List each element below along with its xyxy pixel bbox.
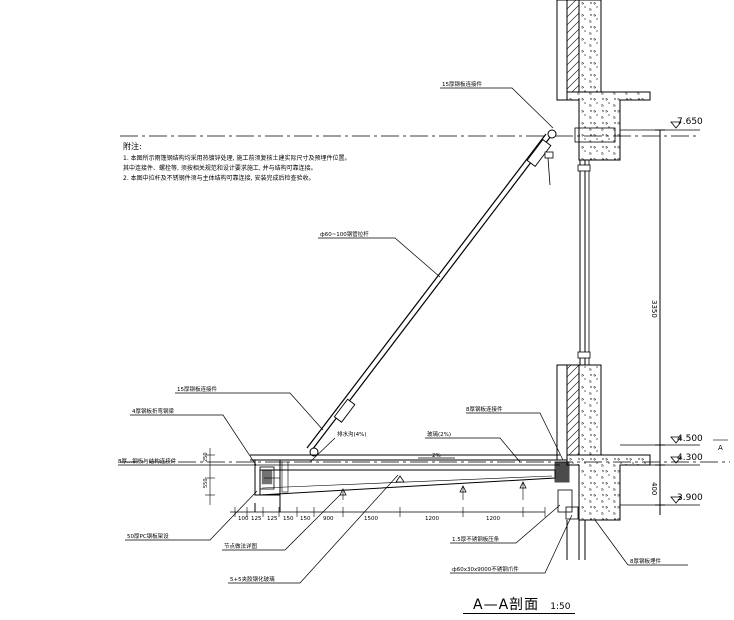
side-dim-2: 550	[203, 478, 209, 488]
label-mid-plate: 15厚钢板连接件	[177, 385, 217, 393]
leader-lines	[118, 87, 688, 584]
dim-label: 125	[267, 516, 278, 522]
notes-line: 其中连接件、螺栓等, 须按相关规范和设计要求施工, 并与结构可靠连接。	[123, 165, 317, 172]
label-glass-slope: 玻璃(2%)	[427, 430, 451, 438]
left-dimension	[205, 448, 215, 505]
vertical-dim-main: 3350	[650, 300, 658, 318]
elevation-mid2: 4.300	[677, 453, 703, 463]
dim-label: 125	[251, 516, 262, 522]
notes-line: 1. 本图所示雨篷钢结构均采用热镀锌处理, 施工前须复核土建实际尺寸及预埋件位置…	[123, 155, 351, 162]
title-name: A—A剖面	[473, 597, 540, 613]
label-right-plate: 8厚钢板连接件	[466, 405, 503, 413]
label-right-steel: 1.5厚不锈钢板压条	[452, 535, 500, 543]
bottom-dimension	[230, 507, 546, 517]
upper-wall	[556, 0, 651, 161]
drawing-labels: 15厚钢板连接件 ф60~100钢管拉杆 15厚钢板连接件 4厚钢板折弯钢梁 8…	[118, 80, 723, 583]
dim-label: 150	[300, 516, 311, 522]
notes-line: 2. 本图中拉杆及不锈钢件须与主体结构可靠连接, 安装完成后检查验收。	[123, 175, 315, 182]
label-frame: 节点做法详图	[224, 542, 258, 550]
elevation-axis	[620, 121, 728, 515]
label-axis-a: A	[718, 444, 723, 452]
dim-label: 100	[238, 516, 249, 522]
label-glass: 5+5夹胶钢化玻璃	[230, 575, 275, 583]
canopy-beam	[250, 454, 579, 520]
label-right-fixing: 8厚钢板埋件	[630, 557, 661, 565]
bottom-dim-labels: 100 125 125 150 150 900 1500 1200 1200	[238, 516, 500, 522]
lower-wall	[556, 364, 651, 560]
dim-label: 1200	[425, 516, 439, 522]
elevation-top: 7.650	[677, 117, 703, 127]
vertical-glass-strip	[577, 160, 591, 365]
label-left-drain: 50厚PC钢板架设	[127, 532, 169, 540]
tie-rod	[306, 129, 557, 457]
label-slope: 2%	[432, 453, 441, 459]
title-scale: 1:50	[550, 602, 571, 612]
dim-label: 150	[283, 516, 294, 522]
side-dim-1: 250	[203, 452, 209, 462]
notes-title: 附注:	[123, 142, 142, 151]
label-drain: 排水沟(4%)	[337, 430, 367, 438]
notes-block: 附注: 1. 本图所示雨篷钢结构均采用热镀锌处理, 施工前须复核土建实际尺寸及预…	[123, 141, 353, 184]
elevation-mid1: 4.500	[677, 434, 703, 444]
dim-label: 1200	[486, 516, 500, 522]
drawing-title: A—A剖面 1:50	[473, 594, 570, 614]
dim-label: 1500	[364, 516, 378, 522]
label-steel-beam: 4厚钢板折弯钢梁	[132, 407, 174, 415]
title-underline	[463, 613, 575, 614]
label-embed: ф60x30x9000不锈钢爪件	[452, 565, 519, 573]
elevation-bottom: 3.900	[677, 493, 703, 503]
label-top-plate: 15厚钢板连接件	[442, 80, 482, 88]
dim-label: 900	[323, 516, 334, 522]
label-side-channel: 8厚...钢板与结构连接件	[118, 457, 177, 465]
label-tie-rod: ф60~100钢管拉杆	[320, 230, 369, 238]
vertical-dim-small: 400	[650, 482, 658, 495]
